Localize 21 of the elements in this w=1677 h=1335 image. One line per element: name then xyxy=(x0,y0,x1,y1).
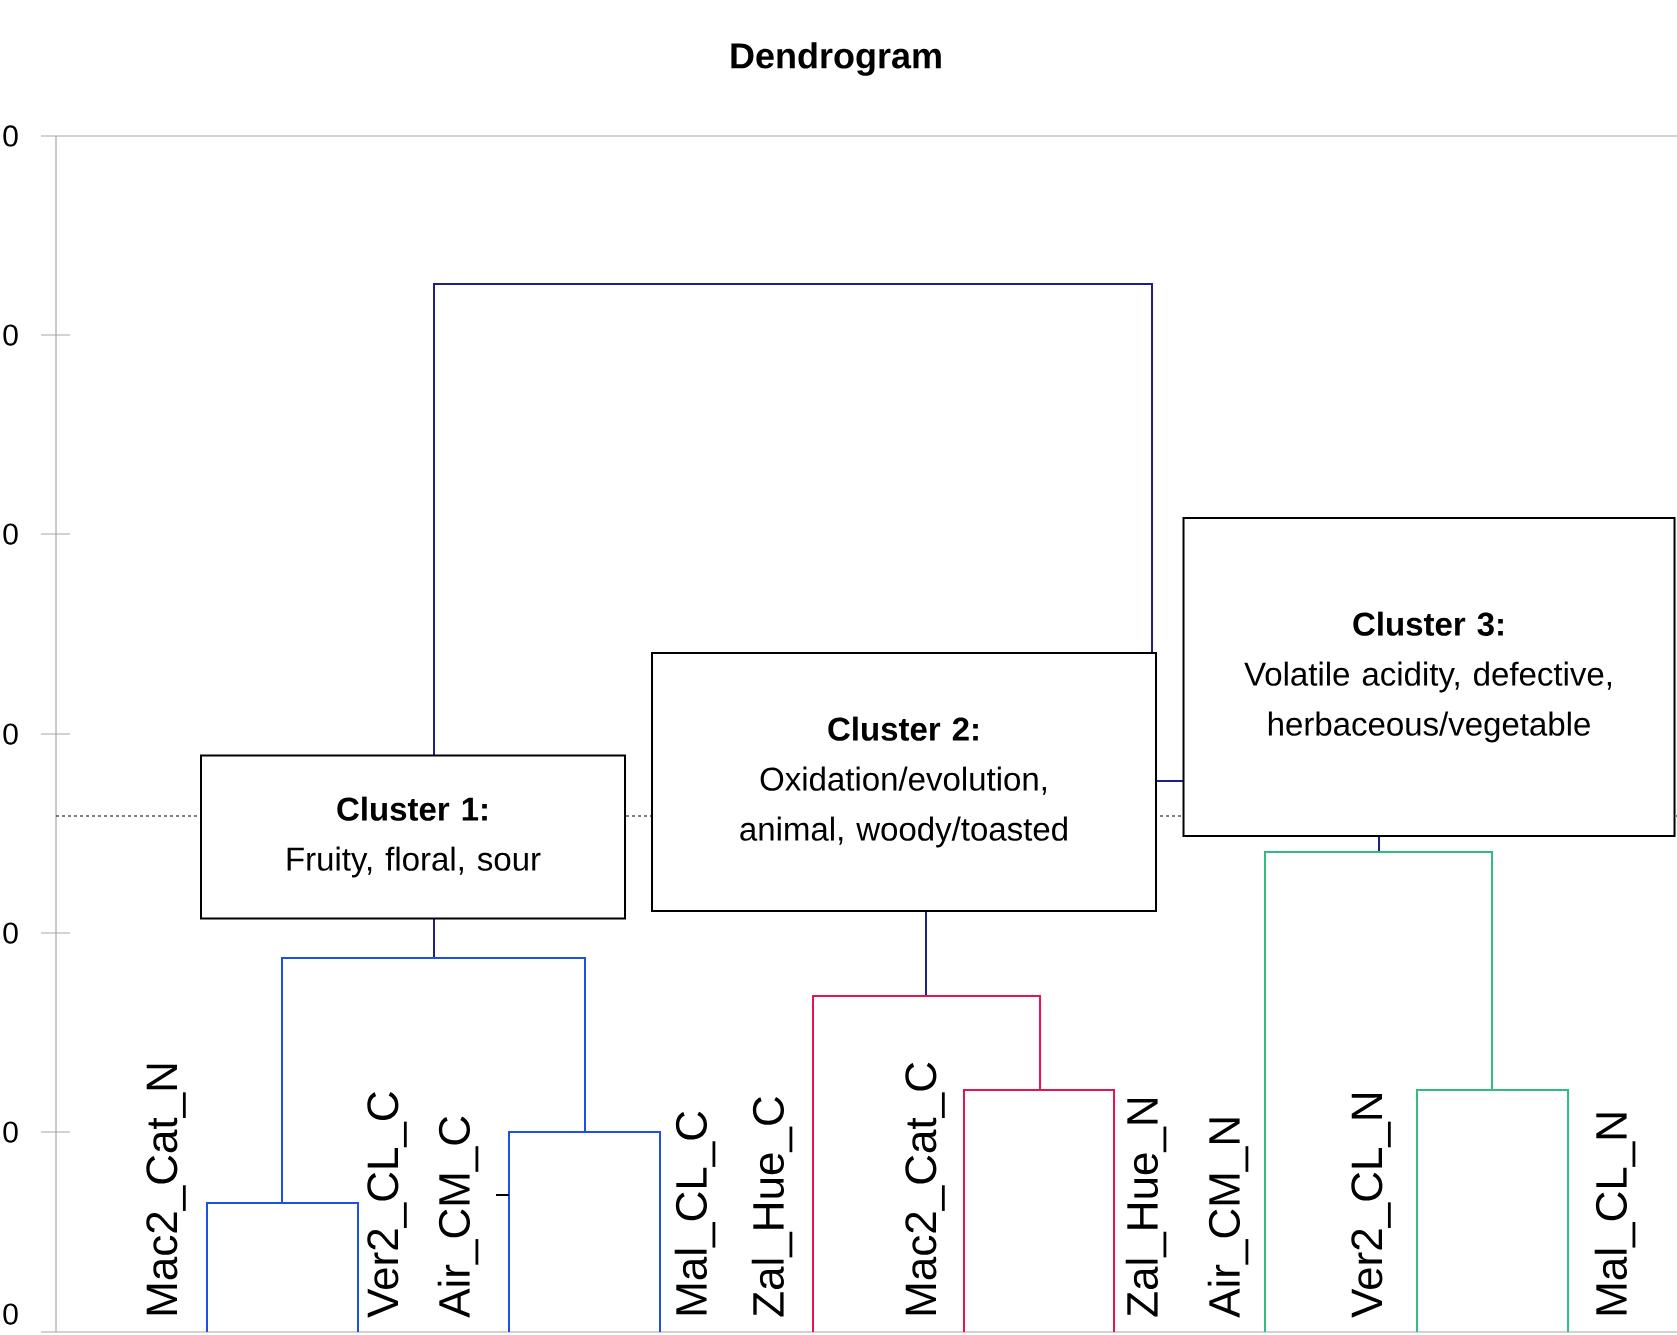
tick-label: 0 xyxy=(3,324,18,346)
leaf-label: Mal_CL_C xyxy=(674,1111,716,1315)
cluster-box: Cluster 3: Volatile acidity, defective, herbaceous/vegetable xyxy=(1182,517,1676,837)
leaf-label: Air_CM_N xyxy=(1207,1118,1249,1318)
cluster-box: Cluster 2: Oxidation/evolution, animal, woody/toasted xyxy=(651,652,1157,912)
leaf-label: Mal_CL_N xyxy=(1594,1113,1636,1315)
tick-label: 0 xyxy=(3,523,18,545)
leaf-label: Mac2_Cat_C xyxy=(905,1062,945,1315)
leaf-label: Zal_Hue_N xyxy=(1125,1098,1167,1317)
tick-label: 0 xyxy=(3,723,18,745)
cluster-box: Cluster 1: Fruity, floral, sour xyxy=(200,754,626,920)
leaf-label: Mac2_Cat_N xyxy=(146,1064,186,1315)
title: Dendrogram xyxy=(731,42,941,76)
leaf-label: Air_CM_C xyxy=(437,1116,479,1318)
tick-label: 0 xyxy=(3,125,18,147)
tick-label: 0 xyxy=(3,1303,18,1325)
leaf-label: Zal_Hue_C xyxy=(751,1097,793,1317)
tick-label: 0 xyxy=(3,1121,18,1143)
leaf-label: Ver2_CL_N xyxy=(1351,1093,1391,1318)
leaf-label: Ver2_CL_C xyxy=(367,1092,407,1318)
tick-label: 0 xyxy=(3,922,18,944)
